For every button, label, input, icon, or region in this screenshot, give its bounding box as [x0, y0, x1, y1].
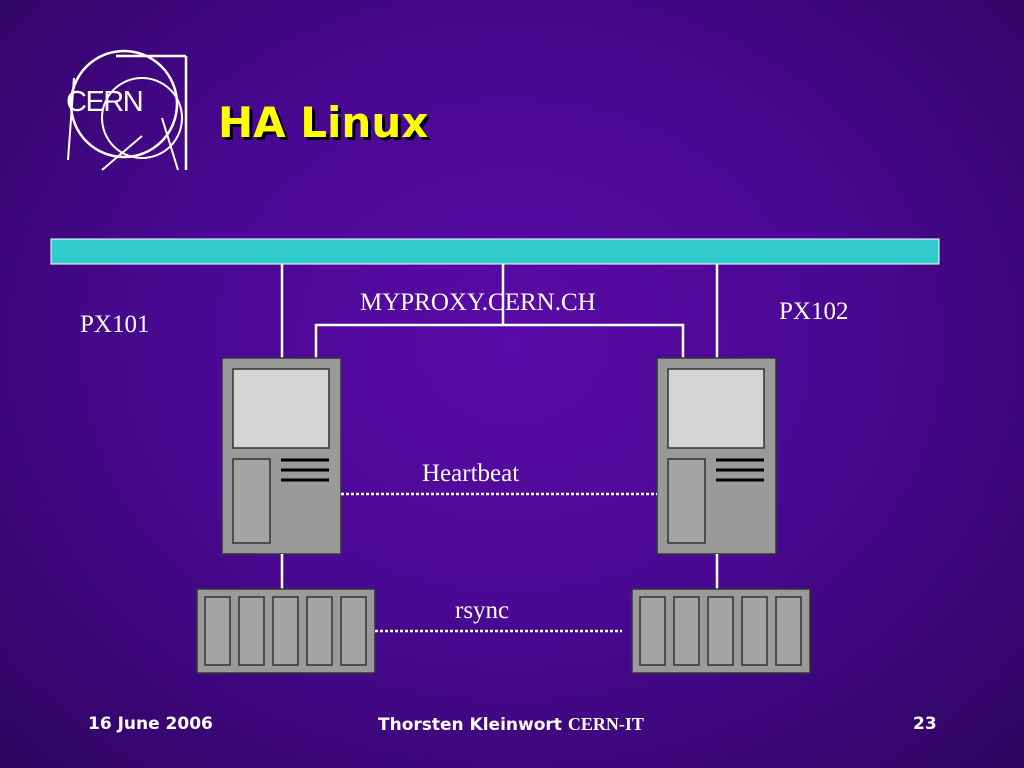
cern-logo-icon [67, 49, 188, 171]
storage-right-icon [631, 588, 811, 674]
node-left-label: PX101 [80, 311, 150, 338]
service-label: MYPROXY.CERN.CH [360, 289, 596, 316]
node-right-label: PX102 [779, 298, 849, 325]
cern-logo-text: CERN [66, 86, 144, 118]
footer-author-block: Thorsten Kleinwort CERN-IT [378, 714, 644, 735]
server-right-icon [656, 357, 777, 555]
slide-title: HA Linux [218, 98, 429, 147]
server-left-icon [221, 357, 342, 555]
storage-left-icon [196, 588, 376, 674]
footer-date: 16 June 2006 [88, 714, 213, 734]
footer-page-number: 23 [913, 714, 937, 734]
heartbeat-label: Heartbeat [422, 460, 520, 487]
service-bracket [314, 323, 685, 358]
network-bar [50, 238, 940, 265]
footer-author: Thorsten Kleinwort [378, 715, 562, 735]
rsync-label: rsync [455, 597, 510, 624]
footer-org: CERN-IT [567, 714, 644, 734]
